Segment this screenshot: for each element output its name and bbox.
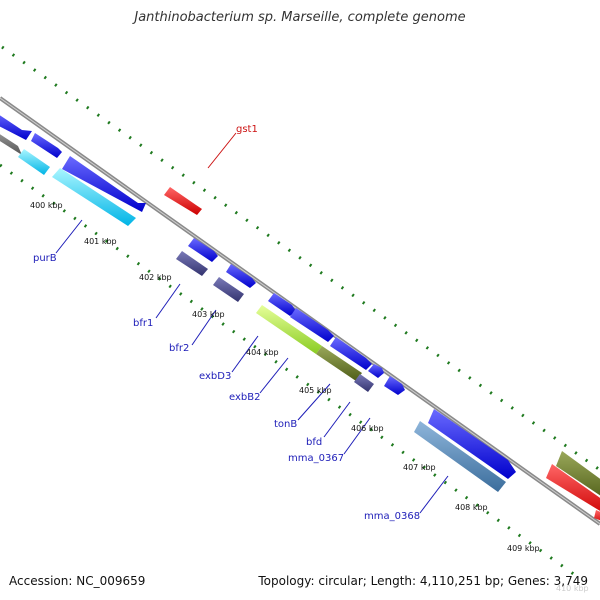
gene-arrow (330, 337, 372, 370)
gene-label: gst1 (236, 124, 258, 135)
gene-label: bfr2 (169, 343, 189, 354)
gene-arrow (188, 238, 218, 262)
tick-label: 401 kbp (84, 237, 117, 246)
gene-arrow (268, 293, 296, 316)
gene-arrow (546, 464, 600, 511)
gene-arrow (594, 510, 600, 521)
gene-arrow (556, 451, 600, 496)
gene-label: exbD3 (199, 371, 231, 382)
gene-label: bfr1 (133, 318, 153, 329)
gene-label: mma_0368 (364, 511, 420, 522)
gene-arrow (31, 133, 62, 158)
kbp-tick-labels: 400 kbp 401 kbp 402 kbp 403 kbp 404 kbp … (30, 201, 589, 593)
gene-purB (52, 168, 136, 226)
tick-label: 406 kbp (351, 424, 384, 433)
gene-tonB (354, 374, 374, 392)
tick-label: 408 kbp (455, 503, 488, 512)
gene-label: exbB2 (229, 392, 260, 403)
gene-bfd (368, 364, 384, 378)
gene-exbB2 (316, 346, 362, 381)
gene-label: bfd (306, 437, 322, 448)
tick-label: 405 kbp (299, 386, 332, 395)
gene-arrow (226, 264, 256, 288)
gene-arrow (384, 376, 405, 395)
gene-label: tonB (274, 419, 297, 430)
map-title: Janthinobacterium sp. Marseille, complet… (134, 10, 466, 25)
gene-features (0, 115, 600, 521)
gene-bfr1 (176, 251, 208, 276)
outer-tick-ring (1, 45, 600, 472)
tick-label: 403 kbp (192, 310, 225, 319)
inner-tick-ring (0, 163, 576, 577)
gene-label: mma_0367 (288, 453, 344, 464)
gene-gst1 (164, 187, 202, 215)
tick-label: 410 kbp (556, 584, 589, 593)
gene-mma_0368 (414, 421, 506, 492)
label-leaders (55, 132, 449, 514)
gene-labels: gst1 purB bfr1 bfr2 exbD3 exbB2 tonB bfd… (33, 124, 420, 522)
tick-label: 404 kbp (246, 348, 279, 357)
gene-exbD3 (256, 305, 322, 354)
gene-arrow (0, 115, 32, 140)
tick-label: 409 kbp (507, 544, 540, 553)
gene-arrow (18, 149, 50, 175)
accession-text: Accession: NC_009659 (9, 574, 146, 588)
tick-label: 400 kbp (30, 201, 63, 210)
tick-label: 402 kbp (139, 273, 172, 282)
genome-stats-text: Topology: circular; Length: 4,110,251 bp… (258, 574, 588, 588)
gene-arrow (62, 156, 146, 212)
gene-arrow (290, 308, 334, 342)
gene-mma_0367 (428, 409, 516, 479)
gene-label: purB (33, 253, 57, 264)
tick-label: 407 kbp (403, 463, 436, 472)
gene-bfr2 (213, 277, 244, 302)
gene-arrow (0, 134, 22, 155)
